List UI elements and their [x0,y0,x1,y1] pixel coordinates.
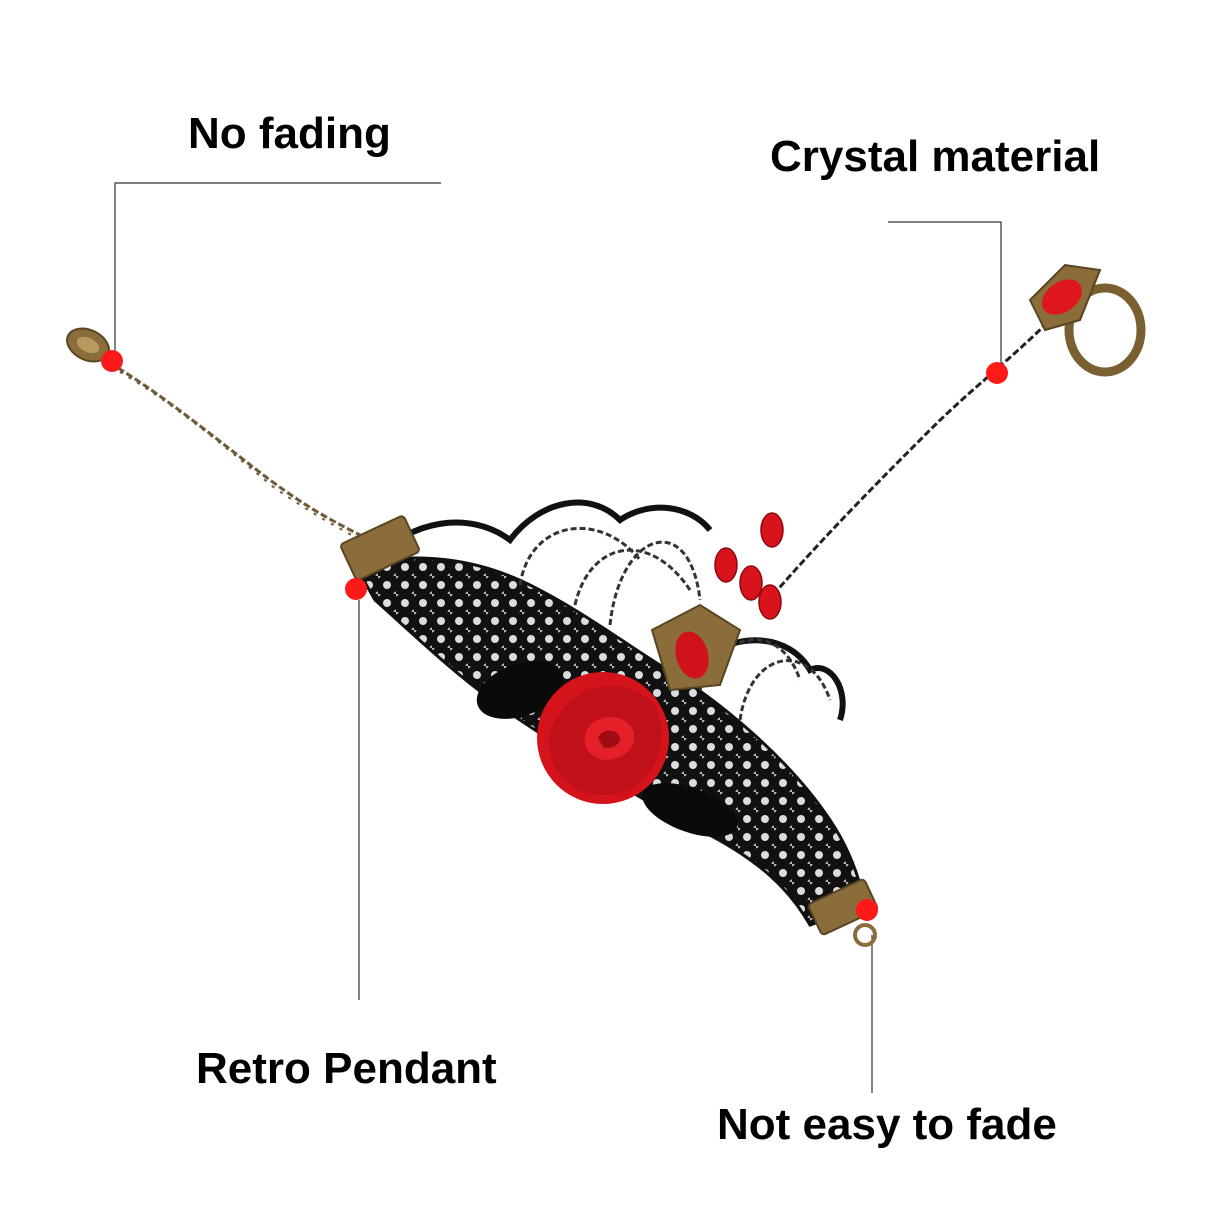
marker-retro-pendant [345,578,367,600]
end-cap-left [340,515,420,581]
callout-retro-pendant: Retro Pendant [196,1044,497,1093]
end-cap-right [808,878,878,947]
ring-icon [1028,263,1146,377]
marker-no-fading [101,350,123,372]
red-crystal-beads [714,512,784,620]
callout-markers [101,350,1008,921]
callout-no-fading: No fading [188,109,391,158]
leader-lines [114,182,1002,1093]
right-chain [758,318,1052,611]
marker-crystal-material [986,362,1008,384]
marker-not-easy-to-fade [856,899,878,921]
end-tag-icon [66,327,110,363]
left-chain [117,366,373,547]
callout-crystal-material: Crystal material [770,132,1101,181]
crystal-connector [650,603,742,692]
callout-not-easy-to-fade: Not easy to fade [717,1100,1057,1149]
rose-icon [537,672,669,804]
